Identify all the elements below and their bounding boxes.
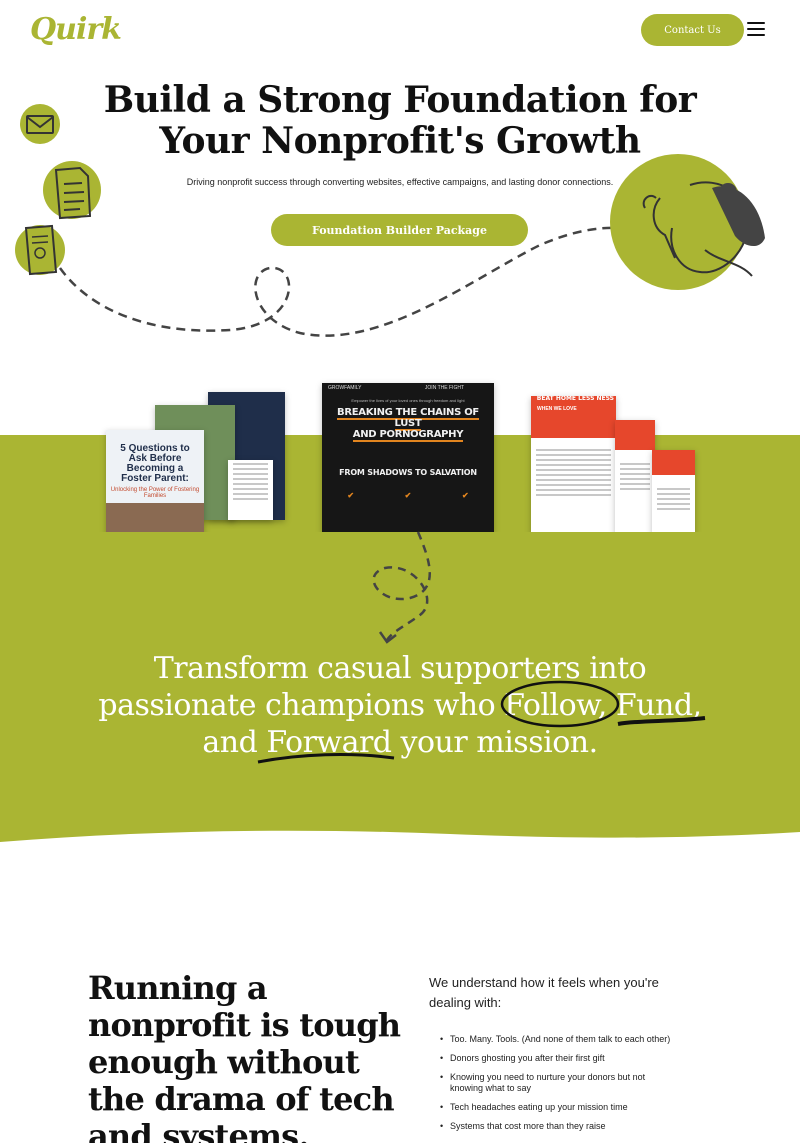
forward-word: Forward bbox=[266, 725, 392, 760]
transform-line3-post: your mission. bbox=[391, 725, 599, 760]
homeless-mockup-label: WHEN WE LOVE bbox=[537, 406, 577, 412]
chains-mockup-heading: BREAKING THE CHAINS OF LUST AND PORNOGRA… bbox=[332, 407, 484, 442]
foster-mockup-title: 5 Questions to Ask Before Becoming a Fos… bbox=[120, 443, 190, 484]
chains-heading-line1: BREAKING THE CHAINS OF LUST bbox=[337, 407, 479, 431]
homeless-mockup-main: WHEN WE LOVE BEAT HOME LESS NESS bbox=[531, 396, 616, 534]
chains-mockup-sub: FROM SHADOWS TO SALVATION bbox=[339, 468, 477, 477]
transform-line1: Transform casual supporters into bbox=[153, 651, 647, 686]
check-icon: ✔ bbox=[404, 491, 412, 500]
transform-heading: Transform casual supporters into passion… bbox=[70, 650, 730, 761]
list-item: Tech headaches eating up your mission ti… bbox=[440, 1102, 680, 1113]
follow-word: Follow bbox=[504, 688, 598, 723]
running-heading: Running a nonprofit is tough enough with… bbox=[88, 969, 401, 1143]
pain-points-list: Too. Many. Tools. (And none of them talk… bbox=[440, 1034, 680, 1140]
chains-mockup-checks: ✔ ✔ ✔ bbox=[322, 491, 494, 500]
chains-mockup-join: JOIN THE FIGHT bbox=[424, 385, 464, 391]
hamburger-menu-icon[interactable] bbox=[747, 22, 765, 38]
foster-mockup-subtitle: Unlocking the Power of Fostering Familie… bbox=[110, 487, 200, 499]
homeless-mockup-back bbox=[652, 450, 695, 534]
waving-person-icon bbox=[610, 154, 765, 290]
transform-line2-pre: passionate champions who bbox=[98, 688, 505, 723]
logo[interactable]: Quirk bbox=[30, 12, 122, 47]
transform-line3-pre: and bbox=[202, 725, 267, 760]
foster-mockup-cover: 5 Questions to Ask Before Becoming a Fos… bbox=[106, 430, 204, 535]
check-icon: ✔ bbox=[347, 491, 355, 500]
list-item: Knowing you need to nurture your donors … bbox=[440, 1072, 680, 1094]
foster-mockup-family-photo bbox=[106, 503, 204, 535]
hero-title: Build a Strong Foundation for Your Nonpr… bbox=[100, 80, 700, 162]
chains-mockup: GROWFAMILY JOIN THE FIGHT Empower the li… bbox=[322, 383, 494, 533]
transform-comma2: , bbox=[692, 688, 703, 723]
section-wave bbox=[0, 830, 800, 860]
hero-subtitle: Driving nonprofit success through conver… bbox=[186, 177, 614, 187]
envelope-icon bbox=[20, 104, 60, 144]
foundation-builder-button[interactable]: Foundation Builder Package bbox=[271, 214, 528, 246]
running-intro: We understand how it feels when you're d… bbox=[429, 975, 659, 1010]
chains-mockup-brand: GROWFAMILY bbox=[328, 385, 362, 391]
homeless-mockup-big-text: BEAT HOME LESS NESS bbox=[536, 396, 614, 402]
hero-title-line1: Build a Strong Foundation for bbox=[103, 79, 697, 121]
homeless-mockup-mid-banner bbox=[615, 420, 655, 450]
homeless-mockup-banner: WHEN WE LOVE bbox=[531, 396, 616, 438]
homeless-mockup-mid bbox=[615, 420, 655, 534]
list-item: Donors ghosting you after their first gi… bbox=[440, 1053, 680, 1064]
homeless-mockup-back-banner bbox=[652, 450, 695, 475]
certificate-icon bbox=[15, 224, 65, 276]
list-item: Too. Many. Tools. (And none of them talk… bbox=[440, 1034, 680, 1045]
foster-mockup-text-page bbox=[228, 460, 273, 520]
contact-us-button[interactable]: Contact Us bbox=[641, 14, 744, 46]
hero-title-line2: Your Nonprofit's Growth bbox=[159, 120, 641, 162]
chains-heading-line2: AND PORNOGRAPHY bbox=[352, 429, 464, 442]
chains-mockup-intro: Empower the lives of your loved ones thr… bbox=[351, 398, 465, 403]
document-icon bbox=[43, 161, 101, 220]
list-item: Systems that cost more than they raise bbox=[440, 1121, 680, 1132]
fund-word: Fund bbox=[615, 688, 693, 723]
transform-comma1: , bbox=[597, 688, 616, 723]
check-icon: ✔ bbox=[461, 491, 469, 500]
